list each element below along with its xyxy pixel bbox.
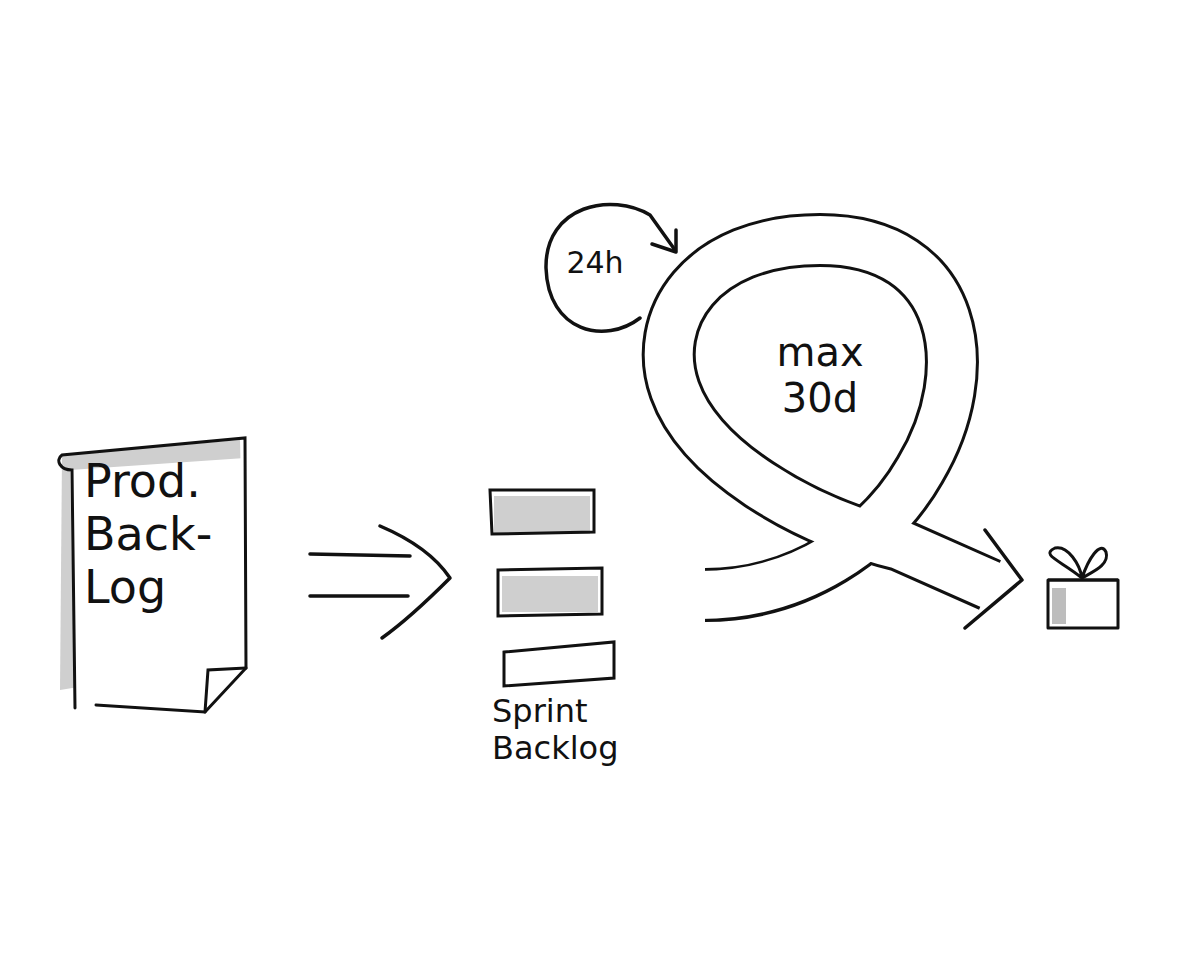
- loop-node: max 30d: [740, 320, 900, 430]
- node-label: max 30d: [776, 329, 863, 421]
- daily-loop: [546, 204, 676, 331]
- node-label: Sprint Backlog: [492, 693, 618, 767]
- document-node: Prod. Back- Log: [84, 455, 244, 705]
- loop-node: 24h: [552, 228, 638, 298]
- node-label: Prod. Back- Log: [84, 455, 212, 614]
- node-label: 24h: [566, 246, 623, 281]
- double-arrow: [310, 526, 450, 638]
- backlog-stack: Sprint Backlog: [488, 488, 628, 778]
- sprint-loop: [669, 240, 1022, 628]
- sprint-items: [488, 488, 618, 693]
- document-shape: [59, 438, 246, 712]
- arrow-stroke: [310, 526, 450, 638]
- gift-box: [1048, 548, 1118, 628]
